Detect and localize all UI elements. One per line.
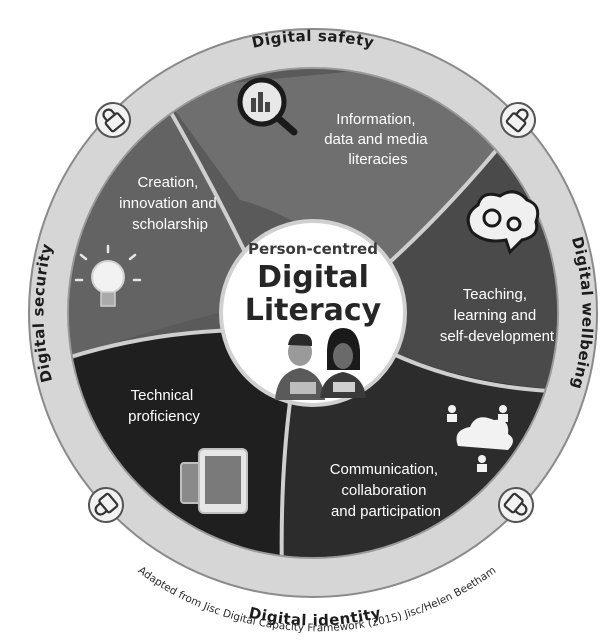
segment-label-creation: Creation, innovation and scholarship bbox=[119, 174, 221, 233]
center-title-line1: Digital bbox=[257, 260, 369, 295]
lock-icon bbox=[88, 487, 124, 523]
people-illustration bbox=[275, 328, 366, 400]
cloud-network-icon bbox=[447, 405, 513, 472]
segment-label-teaching: Teaching, learning and self-development bbox=[440, 286, 555, 345]
magnifier-chart-icon bbox=[237, 77, 298, 136]
segment-label-technical: Technical proficiency bbox=[128, 387, 200, 425]
segment-teaching[interactable] bbox=[372, 120, 570, 390]
lock-icon bbox=[500, 102, 536, 138]
devices-icon bbox=[180, 448, 248, 514]
segment-label-information: Information, data and media literacies bbox=[324, 111, 432, 168]
lock-icon bbox=[498, 487, 534, 523]
light-bulb-icon bbox=[74, 244, 142, 307]
segment-label-communication: Communication, collaboration and partici… bbox=[330, 461, 443, 520]
center-title-line2: Literacy bbox=[245, 293, 382, 328]
divider-line bbox=[279, 401, 292, 557]
lock-icon bbox=[95, 102, 131, 138]
center-subtitle: Person-centred bbox=[248, 240, 378, 258]
brain-gears-icon bbox=[466, 190, 540, 255]
